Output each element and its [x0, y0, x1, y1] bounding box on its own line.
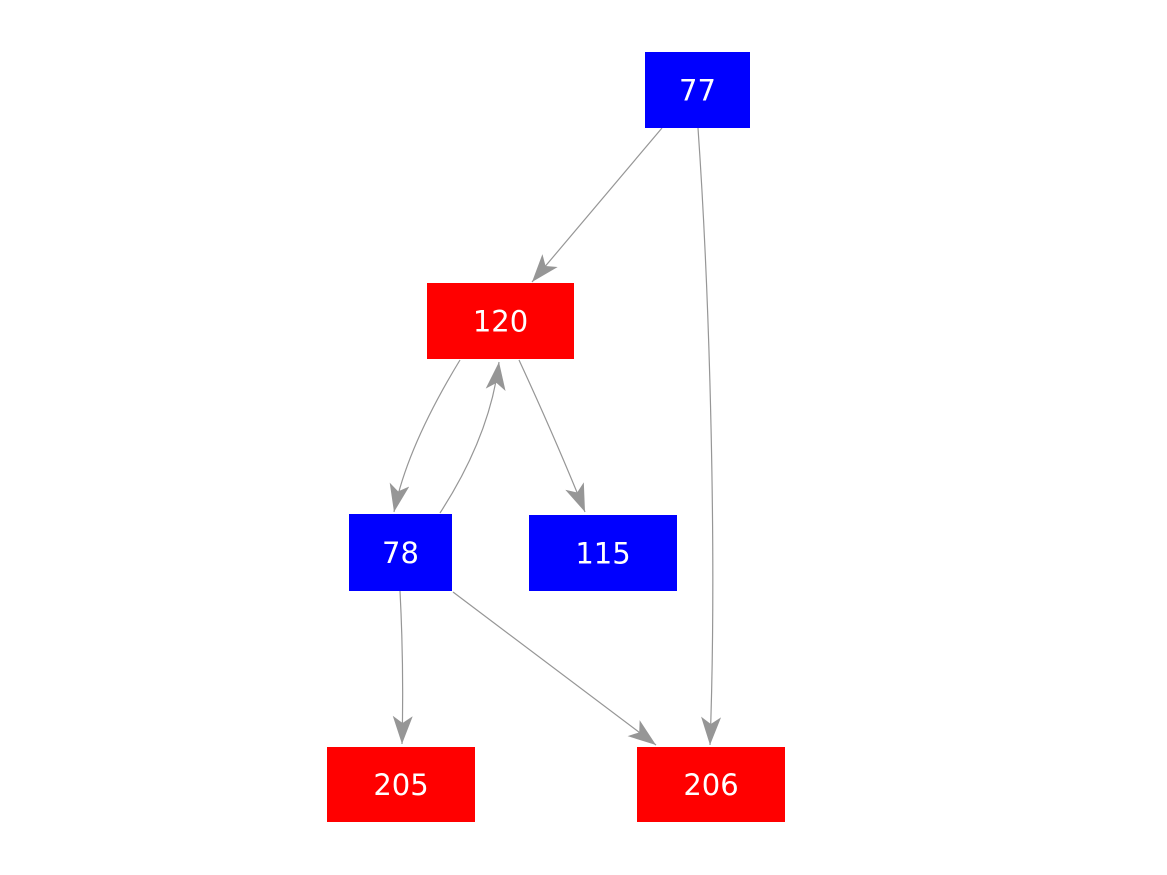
- node-box: [349, 514, 452, 591]
- node-label: 205: [373, 768, 428, 802]
- nodes-layer: 77 120 78 115 205 206: [327, 52, 785, 822]
- graph-edge-77-120: [531, 127, 663, 283]
- node-box: [645, 52, 750, 128]
- node-box: [637, 747, 785, 822]
- node-label: 77: [679, 73, 716, 107]
- graph-node-205: 205: [327, 747, 475, 822]
- graph-edge-78-120: [439, 361, 506, 514]
- graph-node-78: 78: [349, 514, 452, 591]
- node-label: 120: [473, 304, 528, 338]
- node-label: 78: [382, 536, 419, 570]
- node-box: [327, 747, 475, 822]
- graph-node-206: 206: [637, 747, 785, 822]
- edges-layer: [389, 127, 722, 746]
- graph-node-120: 120: [427, 283, 574, 359]
- node-box: [529, 515, 677, 591]
- graph-node-77: 77: [645, 52, 750, 128]
- node-box: [427, 283, 574, 359]
- node-label: 115: [575, 536, 630, 570]
- graph-edge-120-78: [389, 359, 461, 513]
- graph-node-115: 115: [529, 515, 677, 591]
- graph-edge-78-206: [452, 591, 657, 746]
- node-label: 206: [683, 768, 738, 802]
- graph-edge-120-115: [518, 359, 586, 513]
- graph-edge-77-206: [697, 127, 722, 746]
- graph-edge-78-205: [392, 590, 413, 745]
